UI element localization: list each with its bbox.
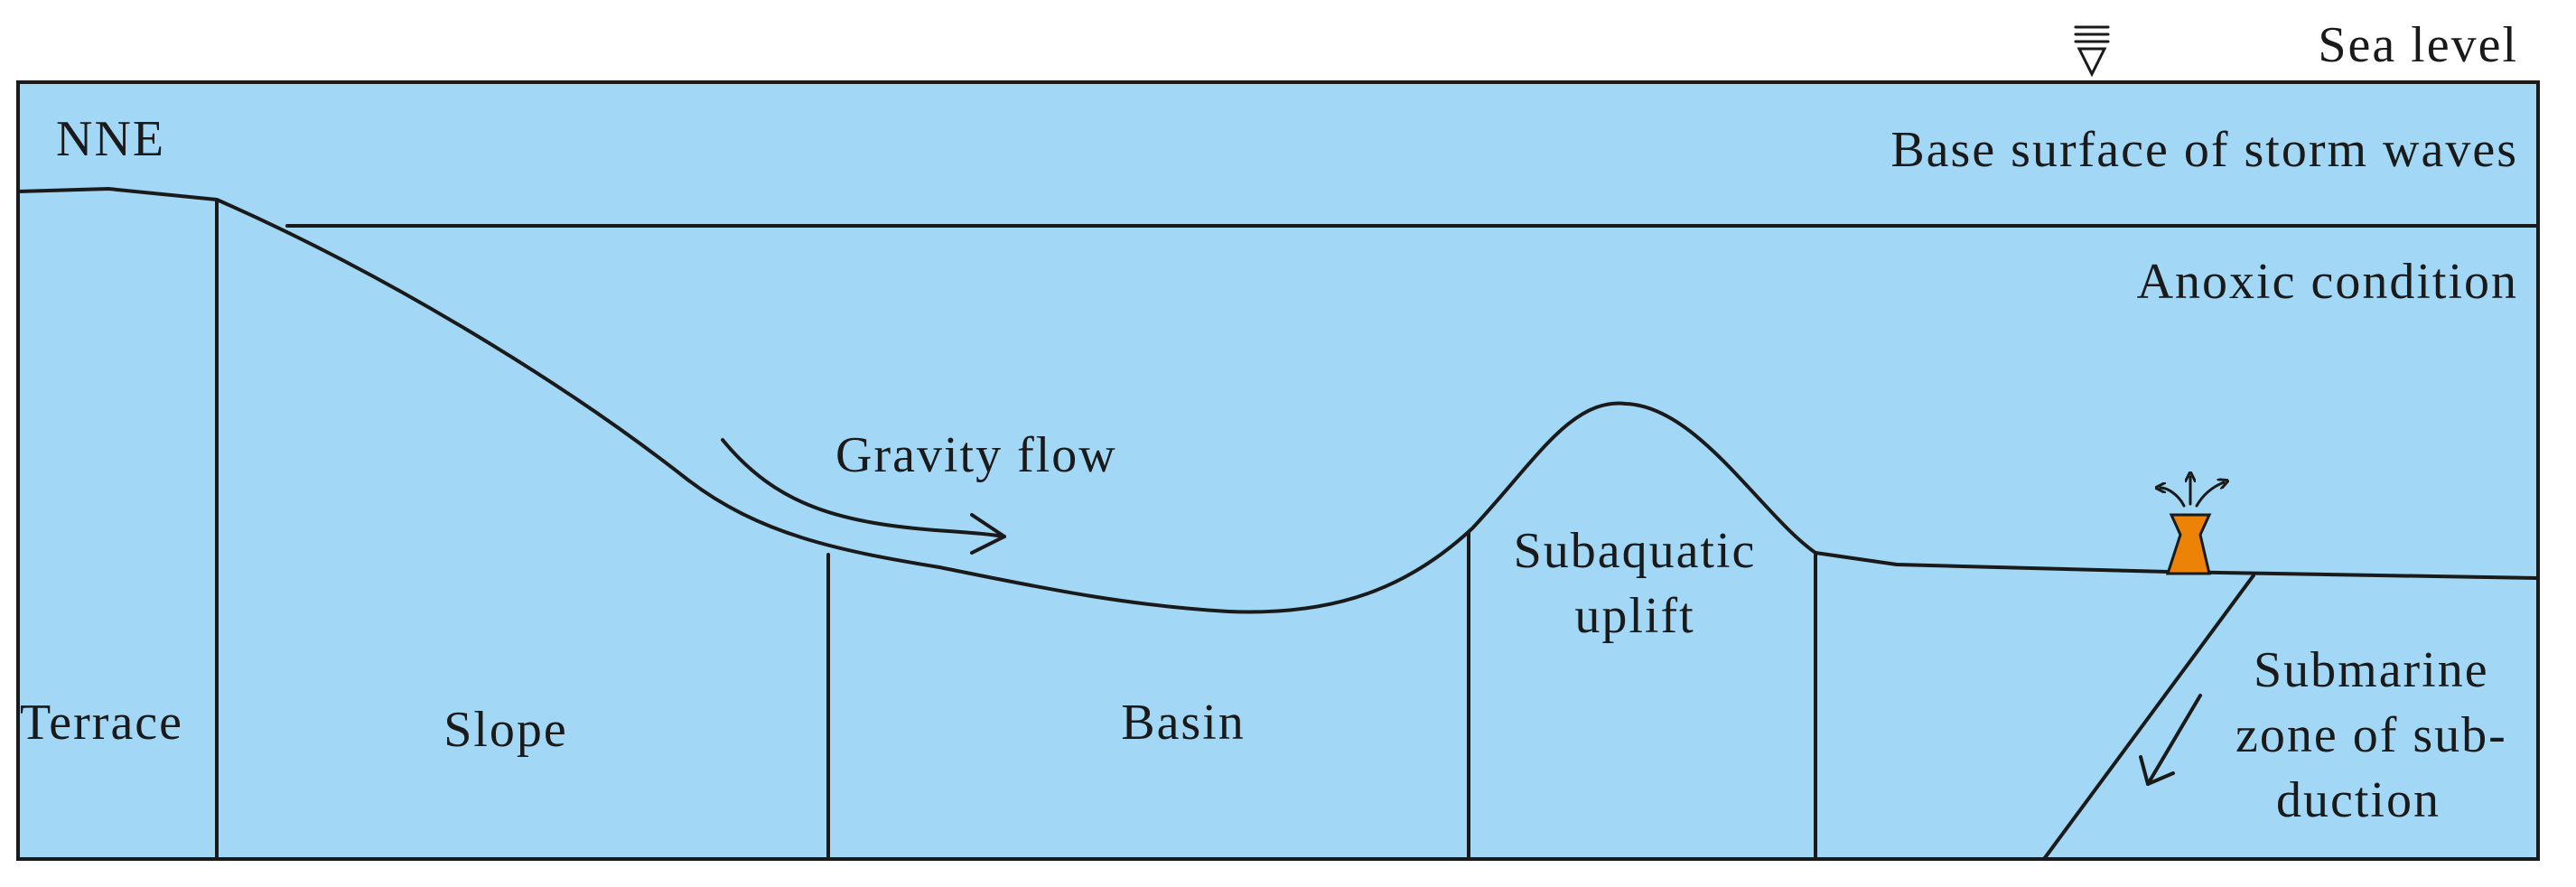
submarine-subduction-label-line2: zone of sub- (2235, 707, 2507, 763)
basin-label: Basin (1121, 695, 1246, 751)
water-body (16, 80, 2540, 861)
storm-wave-base-label: Base surface of storm waves (1890, 122, 2518, 178)
anoxic-condition-label: Anoxic condition (2137, 254, 2518, 310)
subaquatic-uplift-label-line1: Subaquatic (1514, 523, 1757, 579)
water-level-triangle-icon (2074, 25, 2110, 78)
diagonal-arrow-icon (2139, 694, 2202, 786)
hydrothermal-vent-icon (2161, 477, 2224, 575)
gravity-flow-label: Gravity flow (835, 427, 1117, 483)
seafloor-body (16, 187, 2540, 861)
curved-arrow-icon (721, 438, 1006, 555)
submarine-subduction-label-line3: duction (2276, 772, 2441, 828)
subaquatic-uplift-label-line2: uplift (1574, 588, 1694, 644)
slope-label: Slope (443, 702, 568, 758)
sea-level-label: Sea level (2318, 17, 2518, 73)
submarine-subduction-label-line1: Submarine (2254, 642, 2489, 698)
terrace-label: Terrace (20, 695, 183, 751)
subduction-fault-line (2042, 574, 2255, 861)
direction-label: NNE (56, 111, 165, 167)
